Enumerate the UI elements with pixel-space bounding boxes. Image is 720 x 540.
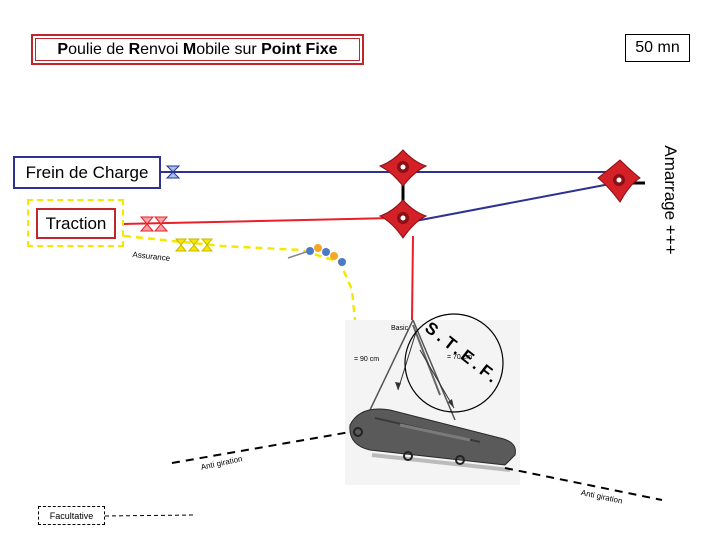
anti-giration-line-left <box>171 431 351 464</box>
rope-clamp-red-icon <box>139 216 169 232</box>
traction-label: Traction <box>36 208 116 239</box>
stef-zoom-circle <box>404 313 504 413</box>
traction-dashed-frame <box>27 199 124 247</box>
carabiner-cluster-icon <box>287 244 346 266</box>
rope-clamp-blue-icon <box>165 165 181 179</box>
page-title: Poulie de Renvoi Mobile sur Point Fixe <box>57 40 338 58</box>
blue-rope-diagonal <box>409 183 611 223</box>
pulley-top-icon <box>378 149 428 187</box>
anti-giration-line-right <box>504 467 663 501</box>
basic-label: Basic <box>391 325 409 332</box>
duration-badge: 50 mn <box>625 34 690 62</box>
assurance-clamp-icon <box>174 238 214 252</box>
pulley-mobile-icon <box>378 199 428 239</box>
red-rope-traction <box>123 217 396 225</box>
frein-de-charge-label: Frein de Charge <box>13 156 161 189</box>
distance-90-label: = 90 cm <box>354 356 380 363</box>
legend-dashed-line <box>104 514 194 517</box>
distance-70-label: = 70 cm <box>447 354 473 361</box>
amarrage-label: Amarrage +++ <box>661 145 680 255</box>
assurance-rope <box>123 234 376 396</box>
pulley-anchor-icon <box>597 159 641 203</box>
red-rope-down <box>411 235 414 321</box>
stretcher-illustration <box>345 319 520 485</box>
legend-facultative: Facultative <box>38 506 105 525</box>
title-box: Poulie de Renvoi Mobile sur Point Fixe <box>31 34 364 65</box>
